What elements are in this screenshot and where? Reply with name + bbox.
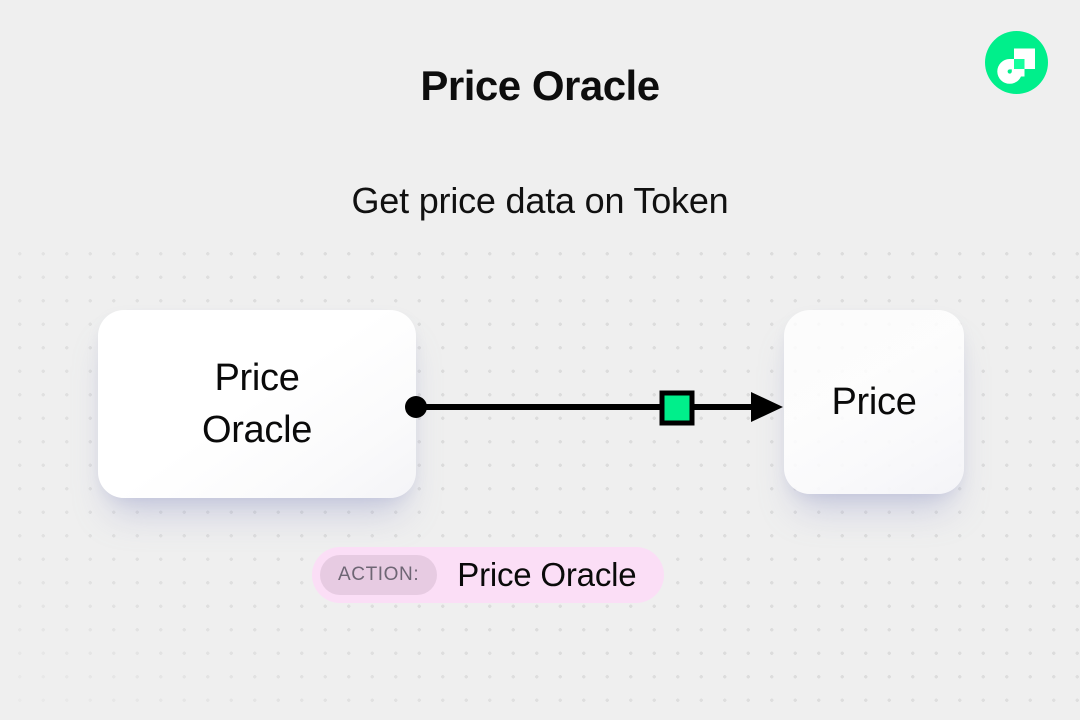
- action-badge-value: Price Oracle: [457, 556, 637, 593]
- action-badge[interactable]: ACTION: Price Oracle: [312, 547, 665, 603]
- connector-arrow: [405, 390, 783, 426]
- node-card-price-oracle-label: Price Oracle: [201, 356, 313, 451]
- node-card-price-label: Price: [831, 380, 917, 423]
- flow-logo-icon: [985, 31, 1048, 94]
- connector-start-dot: [405, 396, 427, 418]
- node-card-price-oracle[interactable]: Price Oracle: [98, 310, 416, 498]
- action-badge-chip-label: ACTION:: [338, 564, 420, 585]
- node-card-price[interactable]: Price: [784, 310, 964, 494]
- green-square-marker-icon[interactable]: [659, 390, 695, 426]
- connector-arrowhead: [751, 392, 783, 422]
- page-subtitle: Get price data on Token: [351, 180, 729, 221]
- page-title: Price Oracle: [420, 62, 660, 109]
- action-badge-chip: ACTION:: [320, 555, 438, 595]
